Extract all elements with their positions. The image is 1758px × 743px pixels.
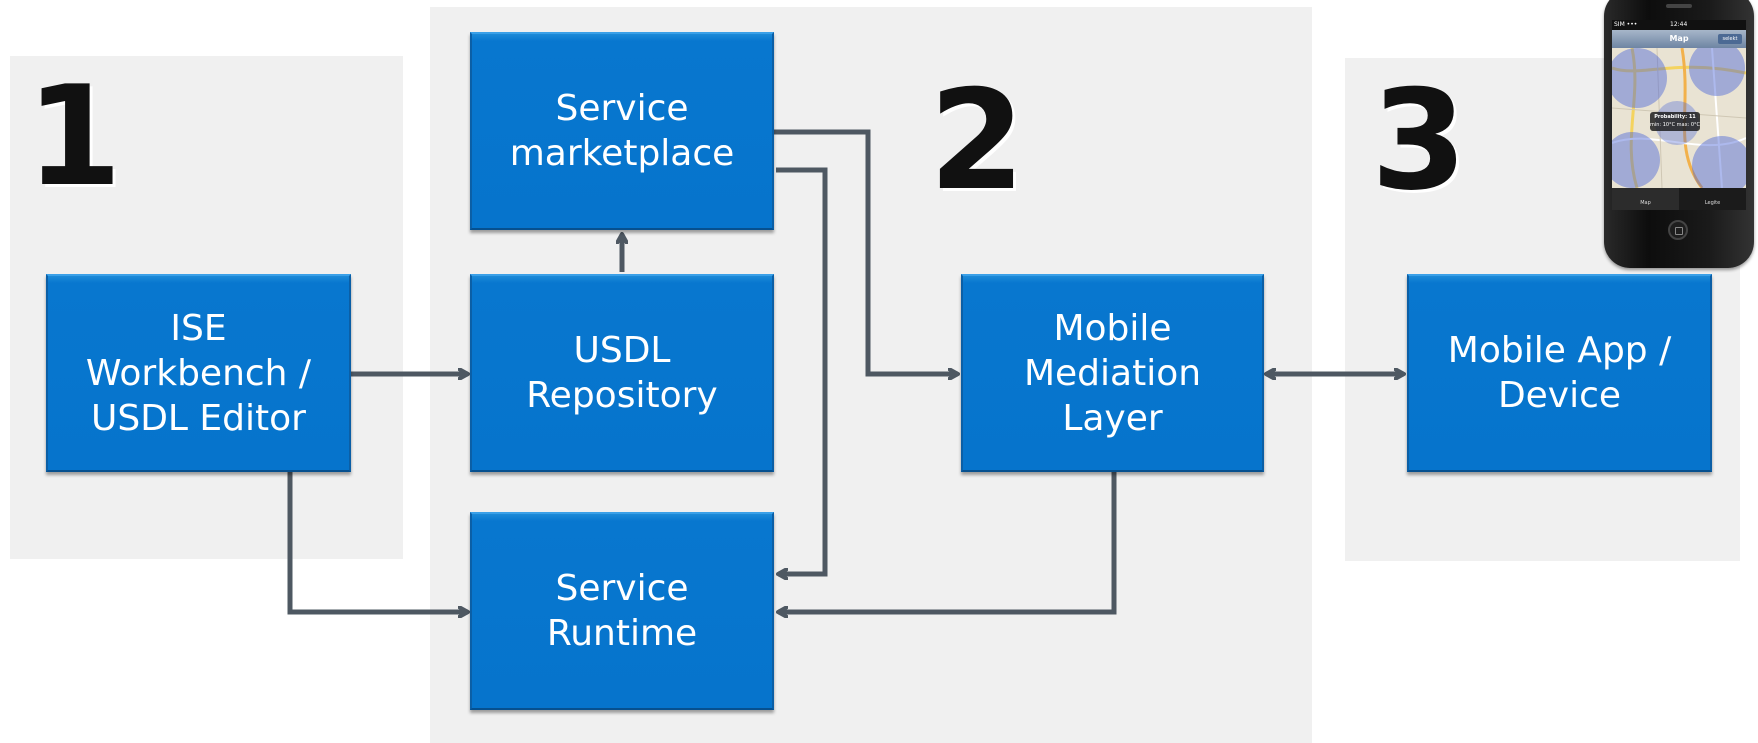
phone-tab-bar: Map Legite [1612,188,1746,210]
tooltip-subtitle: min: 10°C max: 0°C [1650,122,1700,128]
smartphone-image: SIM ••• 12:44 Map selekt [1604,0,1754,268]
phone-status-bar: SIM ••• 12:44 [1612,20,1746,30]
edge-mediation-to-runtime [778,472,1117,612]
edge-ise-to-runtime [287,472,468,612]
phone-map: Probability: 11 min: 10°C max: 0°C [1612,40,1746,196]
tooltip-title: Probability: 11 [1654,114,1696,120]
box-label-line: Mediation [1023,352,1202,394]
phone-speaker [1666,4,1692,8]
mobile-mediation-layer-box: Mobile Mediation Layer [961,274,1264,472]
mobile-app-device-box: Mobile App / Device [1407,274,1712,472]
region-number-1: 1 [26,56,123,217]
tab-legend: Legite [1704,200,1721,206]
usdl-repository-box: USDL Repository [470,274,774,472]
nav-title: Map [1669,34,1689,43]
status-time: 12:44 [1670,21,1688,28]
ise-workbench-box: ISE Workbench / USDL Editor [46,274,351,472]
box-label-line: Service [555,88,689,129]
box-label-line: ISE [170,307,227,349]
box-label-line: marketplace [509,133,735,174]
tab-map: Map [1612,188,1679,210]
service-marketplace-box: Service marketplace [470,32,774,230]
box-label-line: Repository [526,375,718,416]
edge-marketplace-to-runtime [776,167,828,574]
phone-screen: SIM ••• 12:44 Map selekt [1612,20,1746,210]
box-label-line: Service [555,568,689,609]
edge-marketplace-to-mediation [774,129,958,374]
box-label-line: Workbench / [85,352,312,394]
box-label-line: Mobile [1053,307,1172,349]
box-label-line: USDL [573,330,671,371]
home-button-icon [1668,220,1688,240]
box-label-line: Layer [1062,397,1163,439]
box-label-line: Runtime [546,613,698,654]
box-label-line: Device [1497,375,1622,416]
phone-nav-bar: Map selekt [1612,30,1746,48]
box-label-line: USDL Editor [91,397,306,439]
nav-select-button: selekt [1718,34,1742,44]
box-label-line: Mobile App / [1447,330,1672,371]
service-runtime-box: Service Runtime [470,512,774,710]
region-number-2: 2 [929,60,1026,221]
carrier-text: SIM ••• [1614,21,1638,28]
map-tooltip: Probability: 11 min: 10°C max: 0°C [1650,112,1700,131]
region-number-3: 3 [1371,60,1468,221]
